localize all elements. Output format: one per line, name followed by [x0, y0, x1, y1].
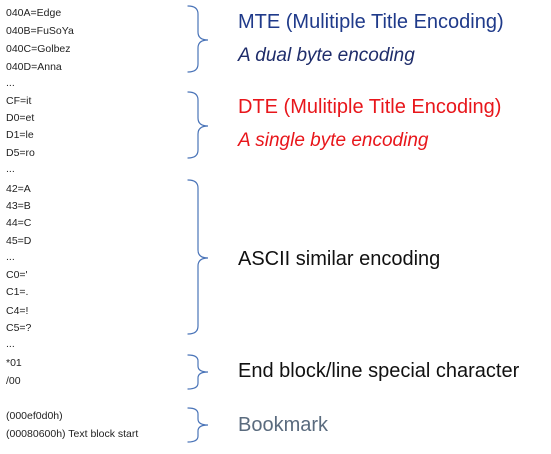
mapping-bookmark-address: (000ef0d0h)	[6, 410, 63, 422]
ascii-title: ASCII similar encoding	[238, 248, 441, 270]
mapping-C0: C0='	[6, 269, 28, 281]
mapping-end-line: /00	[6, 375, 21, 387]
mapping-C5: C5=?	[6, 322, 32, 334]
mte-title: MTE (Mulitiple Title Encoding)	[238, 11, 504, 33]
mapping-D1: D1=le	[6, 129, 34, 141]
mapping-45: 45=D	[6, 235, 32, 247]
mapping-ellipsis: ...	[6, 338, 15, 350]
mapping-42: 42=A	[6, 183, 31, 195]
brace-mte	[187, 5, 209, 73]
brace-dte	[187, 91, 209, 159]
bookmark-title: Bookmark	[238, 414, 329, 436]
mapping-040A: 040A=Edge	[6, 7, 62, 19]
dte-subtitle: A single byte encoding	[238, 130, 429, 151]
mapping-text-block-start: (00080600h) Text block start	[6, 428, 139, 440]
mte-subtitle: A dual byte encoding	[238, 45, 415, 66]
mapping-CF: CF=it	[6, 95, 32, 107]
mapping-C1: C1=.	[6, 286, 29, 298]
brace-end	[187, 354, 209, 390]
mapping-end-block: *01	[6, 357, 22, 369]
end-title: End block/line special character	[238, 360, 520, 382]
mapping-D5: D5=ro	[6, 147, 35, 159]
mapping-ellipsis: ...	[6, 251, 15, 263]
mapping-040C: 040C=Golbez	[6, 43, 71, 55]
mapping-D0: D0=et	[6, 112, 35, 124]
mapping-44: 44=C	[6, 217, 32, 229]
mapping-ellipsis: ...	[6, 163, 15, 175]
brace-bookmark	[187, 407, 209, 443]
mapping-ellipsis: ...	[6, 77, 15, 89]
mapping-43: 43=B	[6, 200, 31, 212]
mapping-C4: C4=!	[6, 305, 29, 317]
mapping-040B: 040B=FuSoYa	[6, 25, 74, 37]
brace-ascii	[187, 179, 209, 335]
mapping-040D: 040D=Anna	[6, 61, 62, 73]
dte-title: DTE (Mulitiple Title Encoding)	[238, 96, 502, 118]
